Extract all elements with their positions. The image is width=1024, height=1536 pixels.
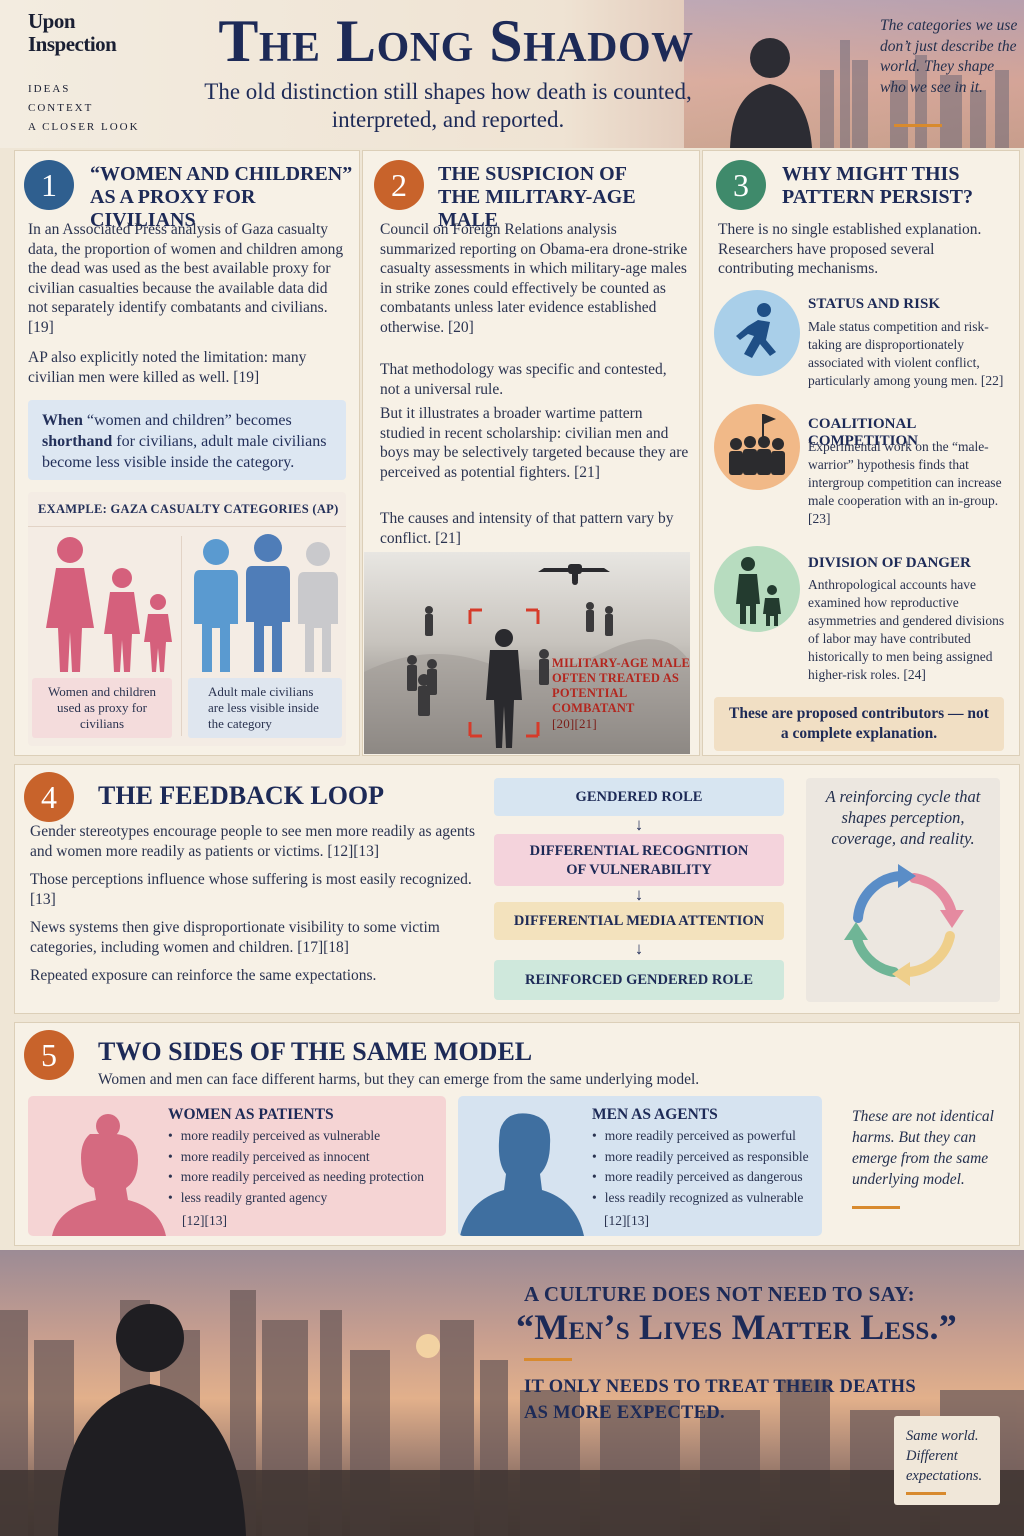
women-card-title: WOMEN AS PATIENTS <box>168 1106 334 1123</box>
footer-city-image <box>0 1290 1024 1536</box>
runner-icon <box>714 290 800 376</box>
cycle-text: A reinforcing cycle that shapes percepti… <box>825 787 981 848</box>
adult-male-figures-icon <box>194 534 338 672</box>
women-as-patients-card: WOMEN AS PATIENTS more readily perceived… <box>28 1096 446 1236</box>
drone-icon <box>538 564 610 585</box>
section-2-paragraph-4: The causes and intensity of that pattern… <box>380 510 674 547</box>
header-quote: The categories we use don’t just describ… <box>880 17 1018 96</box>
section-1-title: “Women and children” as a proxy for civi… <box>90 163 353 231</box>
footer-note: Same world. Different expectations. <box>894 1416 1000 1505</box>
flow-step-differential-recognition: DIFFERENTIAL RECOGNITION OF VULNERABILIT… <box>494 834 784 886</box>
section-4-number: 4 <box>24 772 74 822</box>
section-1-number: 1 <box>24 160 74 210</box>
drone-surveillance-image: MILITARY-AGE MALE OFTEN TREATED AS POTEN… <box>364 552 690 754</box>
section-4-paragraph-2: Those perceptions influence whose suffer… <box>30 871 472 908</box>
mechanism-title-coalitional: COALITIONAL COMPETITION <box>808 416 919 449</box>
men-card-title: MEN AS AGENTS <box>592 1106 718 1123</box>
women-children-figures-icon <box>46 537 172 672</box>
flow-step-media-attention: DIFFERENTIAL MEDIA ATTENTION <box>494 902 784 940</box>
section-5-title: Two sides of the same model <box>98 1037 533 1066</box>
nav-context[interactable]: CONTEXT <box>28 102 94 114</box>
flow-arrow-icon: ↓ <box>634 939 644 958</box>
section-2-number: 2 <box>374 160 424 210</box>
mechanism-title-status: STATUS AND RISK <box>808 296 940 312</box>
flow-step-reinforced-role: REINFORCED GENDERED ROLE <box>494 960 784 1000</box>
footer-headline: “Men’s Lives Matter Less.” <box>516 1307 957 1347</box>
header-city-man-image <box>730 38 1009 148</box>
targeted-man-figure <box>486 629 522 748</box>
flow-arrow-icon: ↓ <box>634 885 644 904</box>
group-flag-icon <box>714 404 800 490</box>
section-2-paragraph-2: That methodology was specific and contes… <box>380 361 667 398</box>
mechanism-text-coalitional: Experimental work on the “male-warrior” … <box>808 439 1002 526</box>
section-4-title: The feedback loop <box>98 781 385 810</box>
women-card-refs: [12][13] <box>182 1213 227 1228</box>
footer-banner: A CULTURE DOES NOT NEED TO SAY: “Men’s L… <box>0 1250 1024 1536</box>
parent-child-icon <box>714 546 800 632</box>
example-title: EXAMPLE: GAZA CASUALTY CATEGORIES (AP) <box>38 502 339 516</box>
flow-step-gendered-role: GENDERED ROLE <box>494 778 784 816</box>
section-5-note: These are not identical harms. But they … <box>852 1108 994 1188</box>
section-2-paragraph-3: But it illustrates a broader wartime pat… <box>380 405 689 481</box>
nav-closer-look[interactable]: A CLOSER LOOK <box>28 121 140 133</box>
caption-women-children: Women and children used as proxy for civ… <box>32 678 172 738</box>
example-box: EXAMPLE: GAZA CASUALTY CATEGORIES (AP) W… <box>28 492 346 746</box>
page-title: The Long Shadow <box>218 8 694 74</box>
section-4-paragraph-1: Gender stereotypes encourage people to s… <box>30 823 476 860</box>
mechanism-title-division: DIVISION OF DANGER <box>808 555 971 571</box>
footer-line-3: IT ONLY NEEDS TO TREAT THEIR DEATHS AS M… <box>524 1377 916 1423</box>
section-5-number: 5 <box>24 1030 74 1080</box>
target-reticle-icon <box>468 608 540 738</box>
mechanism-text-status: Male status competition and risk-taking … <box>808 319 1004 388</box>
footer-line-1: A CULTURE DOES NOT NEED TO SAY: <box>524 1282 915 1306</box>
section-4-paragraph-3: News systems then give disproportionate … <box>30 919 440 956</box>
women-card-list: more readily perceived as vulnerable mor… <box>168 1126 438 1208</box>
accent-rule <box>524 1358 572 1361</box>
section-2-paragraph-1: Council on Foreign Relations analysis su… <box>380 221 688 336</box>
woman-silhouette-icon <box>52 1114 166 1236</box>
section-3-intro: There is no single established explanati… <box>718 221 982 277</box>
men-card-list: more readily perceived as powerful more … <box>592 1126 820 1208</box>
brand-nav: IDEAS CONTEXT A CLOSER LOOK <box>28 80 140 137</box>
men-card-refs: [12][13] <box>604 1213 649 1228</box>
accent-rule <box>852 1206 900 1209</box>
military-age-male-label: MILITARY-AGE MALE OFTEN TREATED AS POTEN… <box>552 656 690 731</box>
cycle-arrows-icon <box>844 864 964 986</box>
section-1-paragraph-2: AP also explicitly noted the limitation:… <box>28 349 307 386</box>
header-banner: Upon Inspection IDEAS CONTEXT A CLOSER L… <box>0 0 1024 148</box>
flow-arrow-icon: ↓ <box>634 815 644 834</box>
section-2-title: The suspicion of the military-age male <box>438 163 636 231</box>
section-3-number: 3 <box>716 160 766 210</box>
cycle-box: A reinforcing cycle that shapes percepti… <box>806 778 1000 1002</box>
caption-adult-males: Adult male civilians are less visible in… <box>188 678 342 738</box>
section-3-note: These are proposed contributors — not a … <box>714 697 1004 751</box>
mechanism-text-division: Anthropological accounts have examined h… <box>808 577 1005 682</box>
section-4-paragraph-4: Repeated exposure can reinforce the same… <box>30 967 377 984</box>
man-silhouette-icon <box>460 1113 584 1236</box>
brand-logo[interactable]: Upon Inspection <box>28 9 117 56</box>
man-back-silhouette <box>58 1304 246 1536</box>
section-1-paragraph-1: In an Associated Press analysis of Gaza … <box>28 221 344 336</box>
section-5-intro: Women and men can face different harms, … <box>98 1071 700 1088</box>
nav-ideas[interactable]: IDEAS <box>28 83 71 95</box>
men-as-agents-card: MEN AS AGENTS more readily perceived as … <box>458 1096 822 1236</box>
section-1-callout: When “women and children” becomes shorth… <box>28 400 346 480</box>
page-subtitle: The old distinction still shapes how dea… <box>204 79 692 132</box>
accent-rule <box>894 124 942 127</box>
